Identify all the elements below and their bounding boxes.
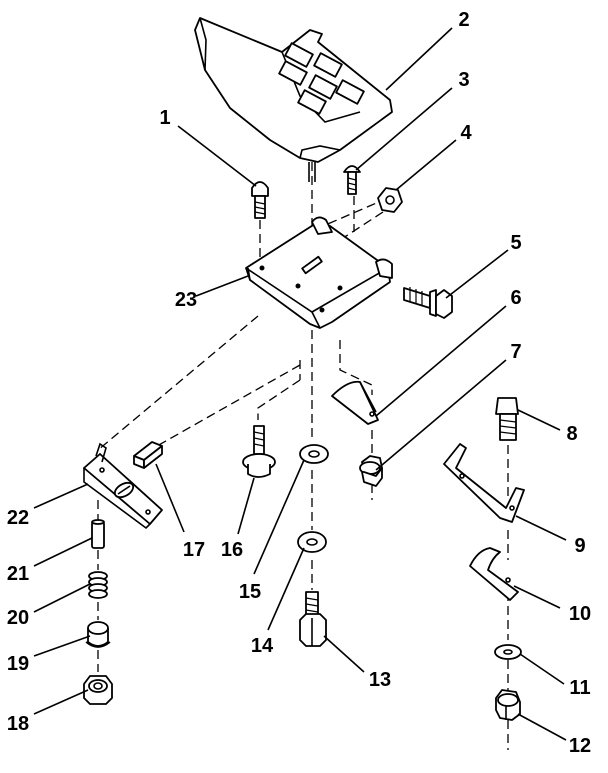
- part-label-13: 13: [368, 669, 392, 691]
- washer-part-11: [494, 644, 522, 660]
- assembly-dashed-lines: [97, 162, 509, 750]
- lock-nut-part-7: [359, 455, 383, 487]
- pin-part-21: [91, 519, 105, 549]
- block-part-17: [133, 441, 163, 469]
- seat-part: [194, 17, 393, 182]
- part-label-23: 23: [174, 289, 198, 311]
- part-label-7: 7: [510, 341, 522, 363]
- part-label-10: 10: [568, 603, 592, 625]
- part-label-17: 17: [182, 539, 206, 561]
- bolt-part-1: [251, 181, 269, 219]
- washer-part-14: [297, 531, 327, 553]
- part-label-3: 3: [458, 69, 470, 91]
- screw-part-3: [343, 165, 361, 195]
- part-label-9: 9: [574, 535, 586, 557]
- part-label-19: 19: [6, 653, 30, 675]
- part-label-16: 16: [220, 539, 244, 561]
- hex-bolt-part-5: [403, 287, 453, 319]
- part-label-12: 12: [568, 735, 592, 757]
- part-label-5: 5: [510, 232, 522, 254]
- cap-screw-part-13: [299, 591, 327, 647]
- bracket-part-9: [443, 443, 525, 523]
- part-label-22: 22: [6, 507, 30, 529]
- bolt-part-8: [495, 397, 519, 441]
- nut-part-12: [495, 689, 521, 721]
- nut-part-18: [83, 675, 113, 705]
- washer-part-15: [299, 444, 329, 464]
- part-label-4: 4: [460, 122, 472, 144]
- latch-bracket-part-22: [83, 442, 163, 530]
- clip-part-10: [469, 547, 519, 601]
- part-label-2: 2: [458, 9, 470, 31]
- part-label-14: 14: [250, 635, 274, 657]
- part-label-20: 20: [6, 607, 30, 629]
- shoulder-bolt-part-16: [242, 425, 276, 478]
- part-label-15: 15: [238, 581, 262, 603]
- leader-lines: [33, 27, 567, 741]
- part-label-11: 11: [569, 677, 591, 699]
- clip-bracket-part-6: [331, 380, 379, 425]
- part-label-21: 21: [6, 563, 30, 585]
- part-label-18: 18: [6, 713, 30, 735]
- mounting-plate-part-23: [245, 216, 393, 329]
- spring-part-20: [88, 571, 108, 599]
- part-label-8: 8: [566, 423, 578, 445]
- bushing-part-19: [85, 621, 111, 648]
- part-label-6: 6: [510, 287, 522, 309]
- hex-nut-part-4: [377, 187, 403, 213]
- part-label-1: 1: [159, 107, 171, 129]
